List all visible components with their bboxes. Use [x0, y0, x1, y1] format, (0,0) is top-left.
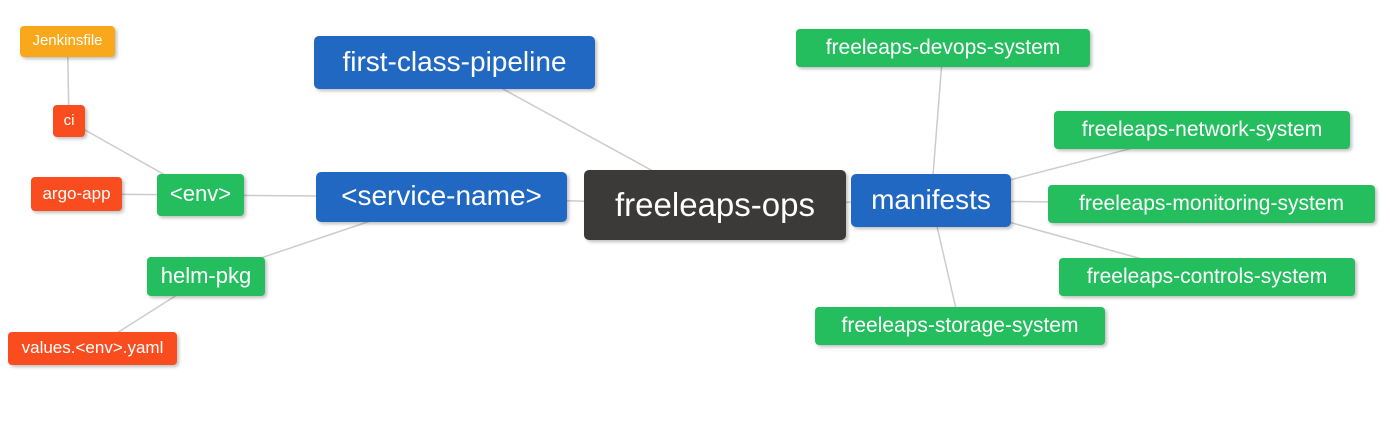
- node-jenkinsfile[interactable]: Jenkinsfile: [20, 26, 115, 57]
- node-ci[interactable]: ci: [53, 105, 85, 137]
- node-service-name-label: <service-name>: [341, 180, 542, 211]
- node-freeleaps-monitoring-system[interactable]: freeleaps-monitoring-system: [1048, 185, 1375, 223]
- node-manifests-label: manifests: [871, 183, 991, 215]
- node-freeleaps-storage-system-label: freeleaps-storage-system: [841, 313, 1079, 337]
- node-manifests[interactable]: manifests: [851, 174, 1011, 227]
- node-freeleaps-network-system-label: freeleaps-network-system: [1081, 117, 1323, 141]
- node-freeleaps-ops-label: freeleaps-ops: [615, 185, 815, 223]
- node-freeleaps-ops-root[interactable]: freeleaps-ops: [584, 170, 846, 240]
- node-helm-pkg-label: helm-pkg: [160, 262, 252, 288]
- node-helm-pkg[interactable]: helm-pkg: [147, 257, 265, 296]
- node-freeleaps-monitoring-system-label: freeleaps-monitoring-system: [1079, 191, 1344, 215]
- node-freeleaps-controls-system[interactable]: freeleaps-controls-system: [1059, 258, 1355, 296]
- node-ci-label: ci: [63, 111, 75, 129]
- node-env-label: <env>: [169, 181, 232, 206]
- node-freeleaps-controls-system-label: freeleaps-controls-system: [1086, 264, 1328, 288]
- node-freeleaps-devops-system[interactable]: freeleaps-devops-system: [796, 29, 1090, 67]
- node-values-env-yaml-label: values.<env>.yaml: [21, 338, 164, 357]
- node-argo-app[interactable]: argo-app: [31, 177, 122, 211]
- node-freeleaps-storage-system[interactable]: freeleaps-storage-system: [815, 307, 1105, 345]
- node-first-class-pipeline[interactable]: first-class-pipeline: [314, 36, 595, 89]
- node-freeleaps-devops-system-label: freeleaps-devops-system: [825, 35, 1061, 59]
- node-first-class-pipeline-label: first-class-pipeline: [342, 45, 567, 77]
- node-jenkinsfile-label: Jenkinsfile: [32, 32, 103, 49]
- node-freeleaps-network-system[interactable]: freeleaps-network-system: [1054, 111, 1350, 149]
- node-argo-app-label: argo-app: [42, 183, 111, 203]
- node-values-env-yaml[interactable]: values.<env>.yaml: [8, 332, 177, 365]
- node-env[interactable]: <env>: [157, 174, 244, 216]
- node-service-name[interactable]: <service-name>: [316, 172, 567, 222]
